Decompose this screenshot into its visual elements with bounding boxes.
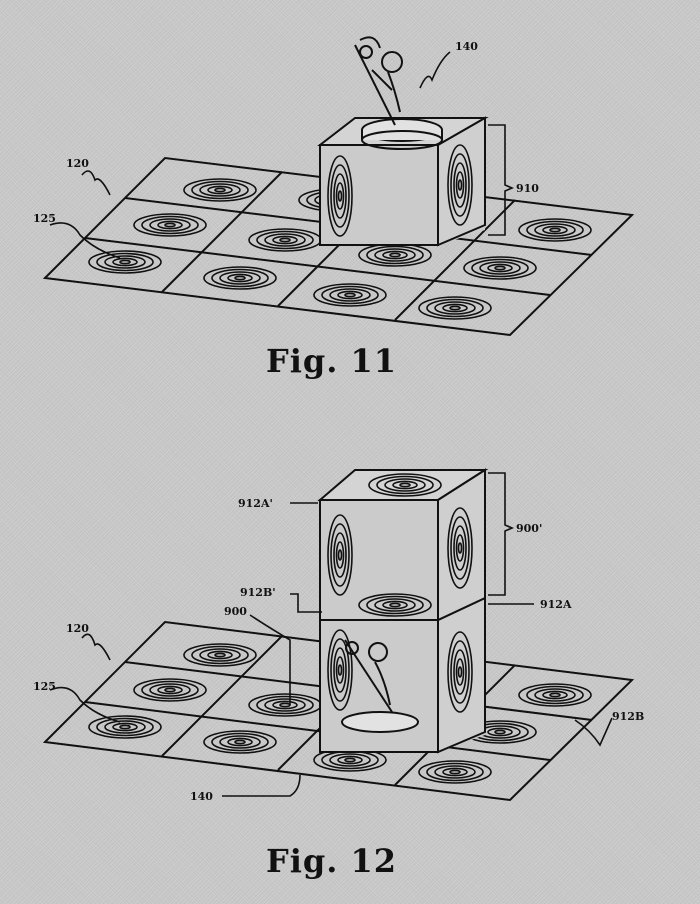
cube-900-prime: [317, 468, 489, 622]
label-900: 900: [224, 605, 247, 618]
label-912a-prime: 912A': [238, 497, 273, 510]
label-912b-prime: 912B': [240, 586, 276, 599]
label-140-fig12: 140: [190, 790, 213, 803]
cube-910: [317, 116, 489, 247]
label-120: 120: [66, 157, 89, 170]
label-125-fig12: 125: [33, 680, 56, 693]
label-912b: 912B: [612, 710, 644, 723]
figure-12-caption: Fig. 12: [266, 842, 398, 880]
leader-lines-fig12: [49, 472, 613, 797]
label-125: 125: [33, 212, 56, 225]
robot-figure: [354, 36, 403, 126]
label-140: 140: [455, 40, 478, 53]
label-910: 910: [516, 182, 539, 195]
label-912a: 912A: [540, 598, 572, 611]
label-120-fig12: 120: [66, 622, 89, 635]
label-900-prime: 900': [516, 522, 542, 535]
leader-lines-fig11: [49, 51, 515, 259]
figure-11-caption: Fig. 11: [266, 342, 398, 380]
cube-900: [319, 596, 486, 754]
figure-12: 912A' 900' 912B' 900 912A 120 125 912B 1…: [33, 468, 644, 803]
figure-11: 140 120 125 910: [33, 36, 635, 337]
